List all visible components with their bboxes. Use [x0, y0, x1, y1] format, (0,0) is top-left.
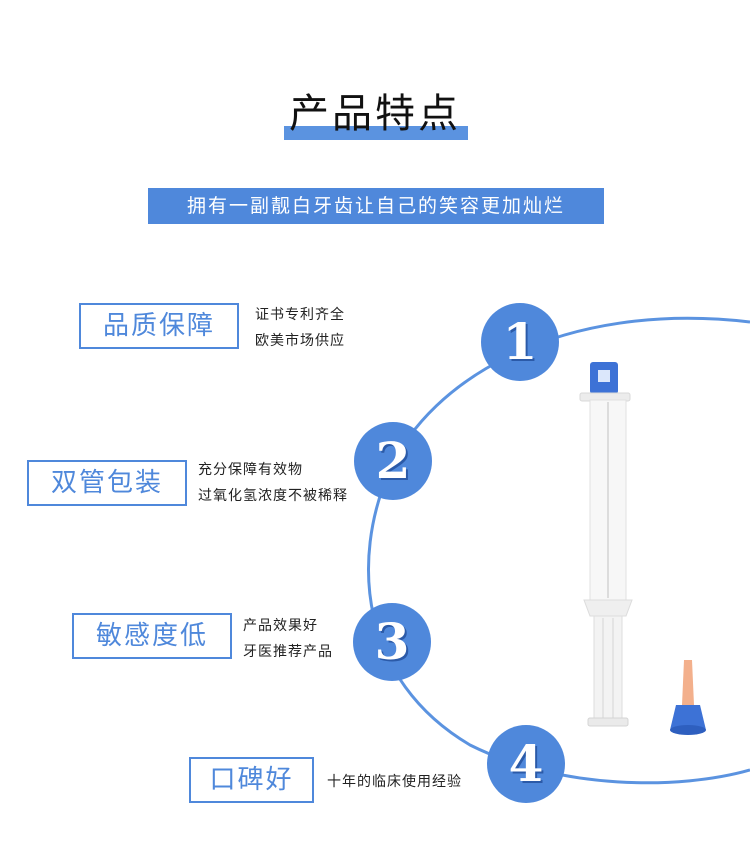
- feature-number-3: 3: [353, 603, 431, 681]
- feature-desc-4: 十年的临床使用经验: [327, 769, 462, 795]
- feature-number-4: 4: [487, 725, 565, 803]
- page-title: 产品特点: [289, 91, 461, 137]
- feature-desc-2: 充分保障有效物 过氧化氢浓度不被稀释: [198, 457, 348, 509]
- feature-number-1: 1: [481, 303, 559, 381]
- feature-desc-1: 证书专利齐全 欧美市场供应: [255, 302, 345, 354]
- dual-barrel-syringe-icon: [579, 362, 633, 727]
- mixing-tip-icon: [670, 660, 706, 735]
- feature-desc-line: 充分保障有效物: [198, 462, 303, 478]
- feature-title-2: 双管包装: [27, 460, 187, 506]
- feature-desc-line: 十年的临床使用经验: [327, 774, 462, 790]
- feature-desc-3: 产品效果好 牙医推荐产品: [243, 613, 333, 665]
- feature-desc-line: 欧美市场供应: [255, 333, 345, 349]
- feature-title-1: 品质保障: [79, 303, 239, 349]
- subtitle-banner: 拥有一副靓白牙齿让自己的笑容更加灿烂: [148, 188, 604, 224]
- feature-desc-line: 产品效果好: [243, 618, 318, 634]
- feature-desc-line: 证书专利齐全: [255, 307, 345, 323]
- feature-number-2: 2: [354, 422, 432, 500]
- feature-title-3: 敏感度低: [72, 613, 232, 659]
- feature-desc-line: 牙医推荐产品: [243, 644, 333, 660]
- feature-desc-line: 过氧化氢浓度不被稀释: [198, 488, 348, 504]
- feature-title-4: 口碑好: [189, 757, 314, 803]
